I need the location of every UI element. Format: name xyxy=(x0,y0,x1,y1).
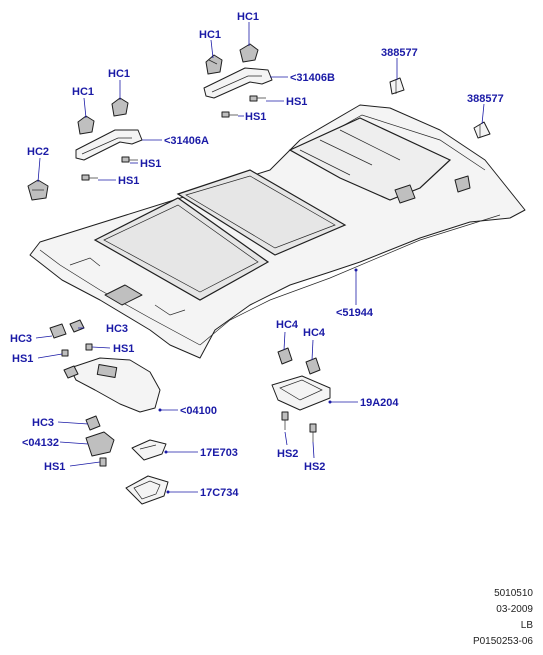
label-hc4-a: HC4 xyxy=(276,319,299,331)
hs1-screws-visor xyxy=(61,343,93,357)
hc1-clip-2 xyxy=(239,43,259,63)
label-hc1-b: HC1 xyxy=(237,11,259,23)
label-hc3-c: HC3 xyxy=(32,417,54,429)
label-388577-b: 388577 xyxy=(467,93,504,105)
label-hs1-d: HS1 xyxy=(118,175,139,187)
label-hc3-b: HC3 xyxy=(106,323,128,335)
label-hc1-a: HC1 xyxy=(199,29,221,41)
grab-handle-31406b xyxy=(203,67,273,99)
label-hs2-b: HS2 xyxy=(304,461,325,473)
hc2-clip xyxy=(27,179,49,201)
label-51944: <51944 xyxy=(336,307,374,319)
clip-388577-2 xyxy=(473,121,491,139)
mirror-light-04132 xyxy=(85,431,115,467)
hc3-clip-lower xyxy=(85,415,101,431)
grab-handle-31406a xyxy=(75,129,143,161)
hc3-clips xyxy=(49,319,85,339)
label-hc4-b: HC4 xyxy=(303,327,326,339)
hc1-clip-4 xyxy=(77,115,95,135)
label-388577-a: 388577 xyxy=(381,47,418,59)
hc1-clip-3 xyxy=(111,97,129,117)
hc4-clip-2 xyxy=(305,357,321,375)
footer-code: 5010510 xyxy=(494,588,533,599)
label-hs1-f: HS1 xyxy=(113,343,134,355)
hs1-screw-1 xyxy=(249,95,266,102)
label-hc2: HC2 xyxy=(27,146,49,158)
hc1-clip-1 xyxy=(205,54,223,75)
label-17c734: 17C734 xyxy=(200,487,239,499)
label-hc1-c: HC1 xyxy=(108,68,130,80)
label-hs2-a: HS2 xyxy=(277,448,298,460)
clip-388577-1 xyxy=(389,77,405,95)
label-17e703: 17E703 xyxy=(200,447,238,459)
label-hs1-b: HS1 xyxy=(245,111,266,123)
hs2-screw-1 xyxy=(281,411,289,430)
label-hc3-a: HC3 xyxy=(10,333,32,345)
hs1-screw-3 xyxy=(121,156,138,163)
label-04132: <04132 xyxy=(22,437,59,449)
label-hs1-c: HS1 xyxy=(140,158,161,170)
hs1-screw-4 xyxy=(81,174,98,181)
label-hs1-e: HS1 xyxy=(12,353,33,365)
label-31406b: <31406B xyxy=(290,72,335,84)
rear-sunroof-glass xyxy=(176,169,347,256)
headliner-panel xyxy=(29,104,526,359)
leader-dots xyxy=(158,268,358,494)
footer-date: 03-2009 xyxy=(496,604,533,615)
label-04100: <04100 xyxy=(180,405,217,417)
footer-ref: P0150253-06 xyxy=(472,636,533,647)
label-hc1-d: HC1 xyxy=(72,86,94,98)
sun-visor-04100 xyxy=(63,357,161,413)
label-hs1-a: HS1 xyxy=(286,96,307,108)
leader-lines xyxy=(35,22,485,493)
footer-region: LB xyxy=(520,620,533,631)
console-19a204 xyxy=(271,375,331,411)
hs2-screw-2 xyxy=(309,423,317,442)
hc4-clip-1 xyxy=(277,347,293,365)
lamp-frame-17c734 xyxy=(125,475,169,505)
label-hs1-g: HS1 xyxy=(44,461,65,473)
lamp-bezel-17e703 xyxy=(131,439,167,461)
label-19a204: 19A204 xyxy=(360,397,399,409)
hs1-screw-2 xyxy=(221,111,238,118)
label-31406a: <31406A xyxy=(164,135,209,147)
